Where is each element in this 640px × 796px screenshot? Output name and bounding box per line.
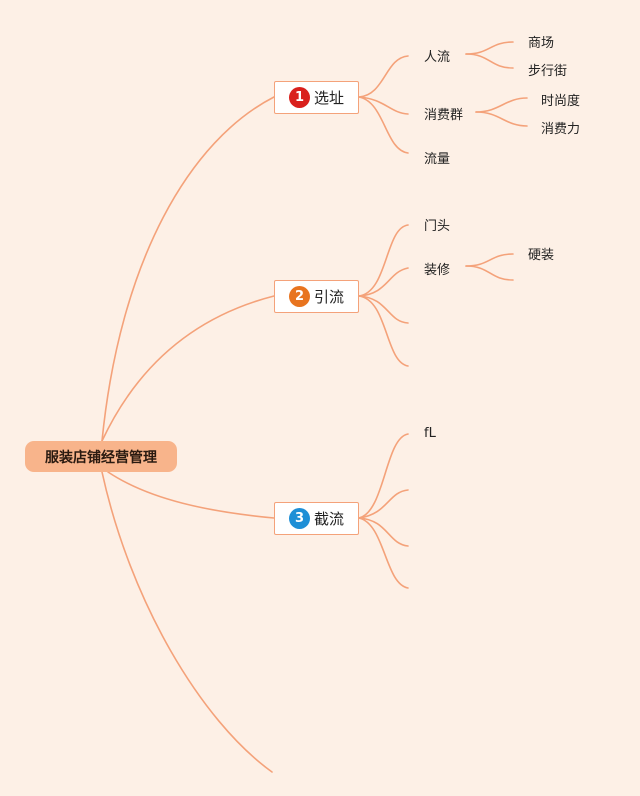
topic-zhuangxiu[interactable]: 装修 <box>424 263 451 278</box>
connector-b2-mentou <box>358 224 409 297</box>
topic-yingzhuang[interactable]: 硬装 <box>528 248 555 263</box>
root-label: 服装店铺经营管理 <box>45 449 157 466</box>
connector-b2-empty-2 <box>358 295 409 367</box>
topic-shangchang[interactable]: 商场 <box>528 36 555 51</box>
number-badge-icon: 2 <box>288 286 310 307</box>
branch-label: 选址 <box>313 89 344 107</box>
connector-b3-empty-1 <box>358 489 409 519</box>
topic-fl[interactable]: fL <box>424 426 436 441</box>
connector-renliu-shangchang <box>465 41 514 55</box>
connector-b1-renliu <box>358 55 409 98</box>
connector-root-branch-2 <box>101 295 275 442</box>
connector-b3-empty-3 <box>358 517 409 589</box>
connector-renliu-buxingjie <box>465 53 514 69</box>
connector-root-branch-3 <box>107 471 275 519</box>
connector-b1-xiaofeiqun <box>358 96 409 115</box>
topic-buxingjie[interactable]: 步行街 <box>528 64 568 79</box>
connector-xiaofeiqun-shishangdu <box>475 97 528 113</box>
topic-renliu[interactable]: 人流 <box>424 50 451 65</box>
branch-label: 截流 <box>313 510 344 528</box>
topic-shishangdu[interactable]: 时尚度 <box>541 94 581 109</box>
connector-root-empty-branch <box>101 471 273 773</box>
branch-node-3[interactable]: 3 截流 <box>274 502 359 535</box>
topic-liuliang[interactable]: 流量 <box>424 152 451 167</box>
connector-zhuangxiu-yingzhuang <box>465 253 514 267</box>
connector-b3-fl <box>358 433 409 519</box>
topic-xiaofeili[interactable]: 消费力 <box>541 122 581 137</box>
connector-xiaofeiqun-xiaofeili <box>475 111 528 127</box>
branch-label: 引流 <box>313 288 344 306</box>
connector-b1-liuliang <box>358 96 409 154</box>
topic-xiaofeiqun[interactable]: 消费群 <box>424 108 464 123</box>
connector-root-branch-1 <box>101 96 275 442</box>
connector-b2-zhuangxiu <box>358 267 409 297</box>
number-badge-icon: 1 <box>288 87 310 108</box>
branch-node-2[interactable]: 2 引流 <box>274 280 359 313</box>
branch-node-1[interactable]: 1 选址 <box>274 81 359 114</box>
number-badge-icon: 3 <box>288 508 310 529</box>
connector-b2-empty-1 <box>358 295 409 324</box>
connector-b3-empty-2 <box>358 517 409 547</box>
connector-zhuangxiu-empty <box>465 265 514 281</box>
topic-mentou[interactable]: 门头 <box>424 219 451 234</box>
root-node[interactable]: 服装店铺经营管理 <box>25 441 177 472</box>
